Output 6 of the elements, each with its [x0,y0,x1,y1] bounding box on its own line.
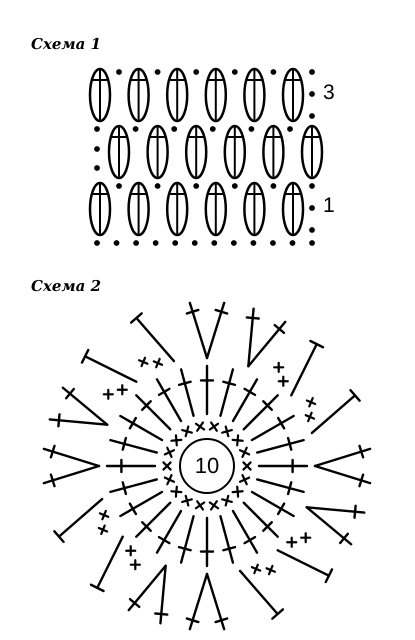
center-circle [179,438,235,494]
chart-heading: Схема 2 [31,279,102,294]
row-number: 1 [323,195,335,216]
round-number: 10 [194,455,220,477]
row-number: 3 [323,82,335,103]
chart-heading: Схема 1 [31,37,102,52]
